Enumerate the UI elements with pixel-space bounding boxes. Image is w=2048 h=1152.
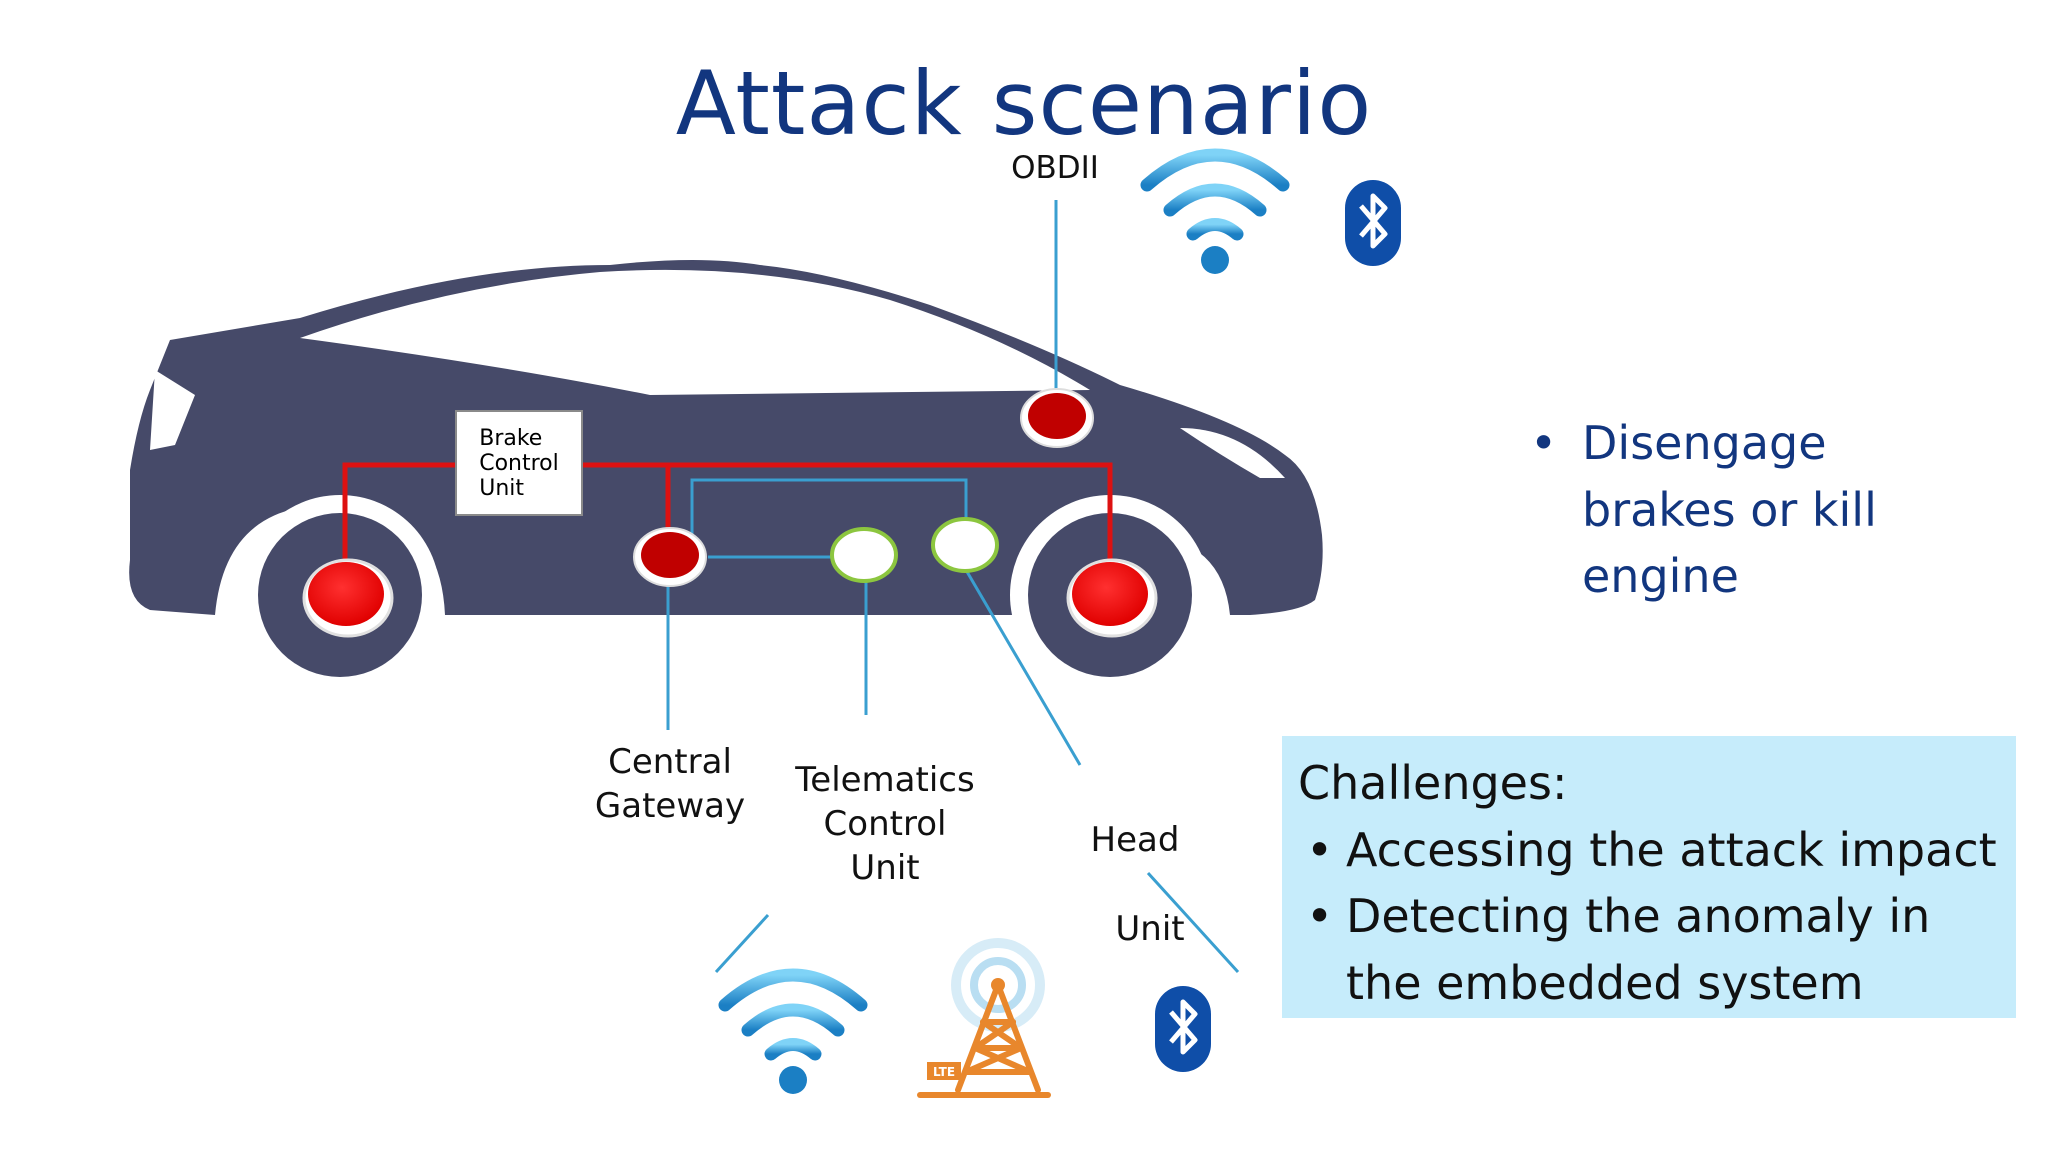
obd-label: OBDII [1011, 150, 1099, 186]
bullet-dot: • [1306, 822, 1334, 877]
head-unit-label-line1: Head [1090, 820, 1180, 861]
bluetooth-icon [1155, 986, 1211, 1072]
front-wheel-sensor [1066, 558, 1158, 638]
head-unit-node [931, 517, 999, 573]
ecu-links [666, 200, 1240, 974]
lte-cell-tower-icon: LTE [917, 938, 1051, 1098]
head-unit-label-line2: Unit [1115, 908, 1185, 949]
wifi-icon [1140, 148, 1290, 274]
rear-wheel-sensor [302, 558, 394, 638]
brake-control-unit-box: Brake Control Unit [455, 410, 583, 516]
head-unit-label: Head Unit [1050, 774, 1220, 995]
central-gateway-label: Central Gateway [594, 742, 746, 827]
bluetooth-icon [1345, 180, 1401, 266]
bullet-dot: • [1306, 889, 1334, 944]
challenges-heading: Challenges: [1298, 756, 1568, 810]
telematics-control-unit-label: Telematics Control Unit [795, 760, 975, 889]
lte-tag: LTE [933, 1065, 955, 1079]
slide-title: Attack scenario [675, 52, 1373, 155]
obd-node [1020, 388, 1094, 448]
challenge-item: • Detecting the anomaly in the embedded … [1298, 883, 2000, 1016]
challenge-text: Accessing the attack impact [1346, 822, 1997, 877]
central-gateway-node [633, 527, 707, 587]
bullet-dot: • [1530, 416, 1558, 470]
brake-control-unit-label: Brake Control Unit [479, 425, 559, 501]
wifi-icon [718, 968, 868, 1094]
car-silhouette [129, 260, 1323, 695]
telematics-node [830, 527, 898, 583]
challenges-box: Challenges: • Accessing the attack impac… [1282, 736, 2016, 1018]
challenge-item: • Accessing the attack impact [1298, 817, 2000, 884]
challenge-text: Detecting the anomaly in the embedded sy… [1346, 889, 1931, 1011]
attack-goal-text: Disengage brakes or kill engine [1582, 416, 1877, 604]
